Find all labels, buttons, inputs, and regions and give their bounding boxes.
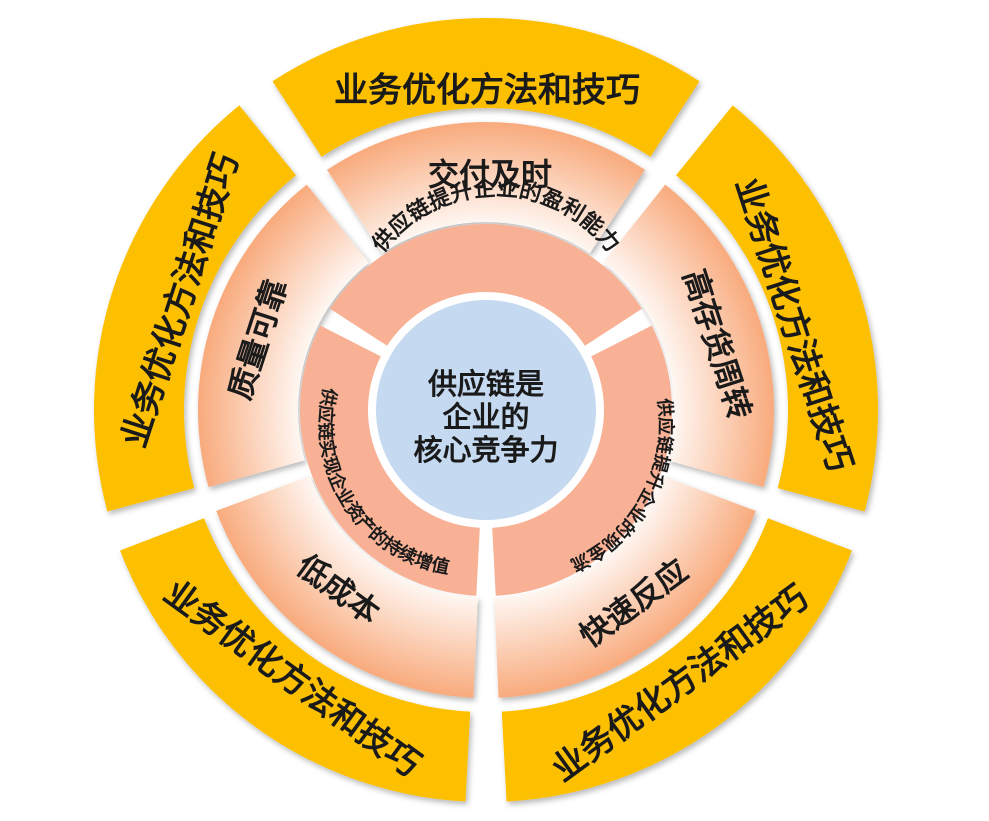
outer-label-top: 业务优化方法和技巧 (334, 71, 640, 111)
inner-segment (299, 325, 480, 596)
middle-label-on-time-delivery: 交付及时 (428, 158, 552, 194)
middle-segment (603, 184, 775, 487)
inner-segment (330, 224, 642, 346)
inner-ring (299, 224, 673, 596)
middle-segment (327, 121, 645, 254)
outer-segment (94, 105, 296, 512)
core-text-line-1: 供应链是 (427, 367, 544, 401)
outer-segment (501, 518, 852, 802)
core-text-line-3: 核心竞争力 (413, 433, 558, 467)
outer-ring (94, 17, 878, 802)
inner-segment (492, 325, 673, 596)
middle-segment (197, 184, 369, 487)
middle-ring (197, 121, 775, 698)
middle-segment (494, 475, 756, 698)
core: 供应链是 企业的 核心竞争力 (376, 300, 596, 520)
core-circle (376, 300, 596, 520)
core-text-line-2: 企业的 (442, 400, 529, 434)
middle-segment (216, 475, 478, 698)
outer-segment (272, 17, 700, 157)
outer-segment (676, 105, 878, 512)
outer-segment (120, 518, 471, 802)
